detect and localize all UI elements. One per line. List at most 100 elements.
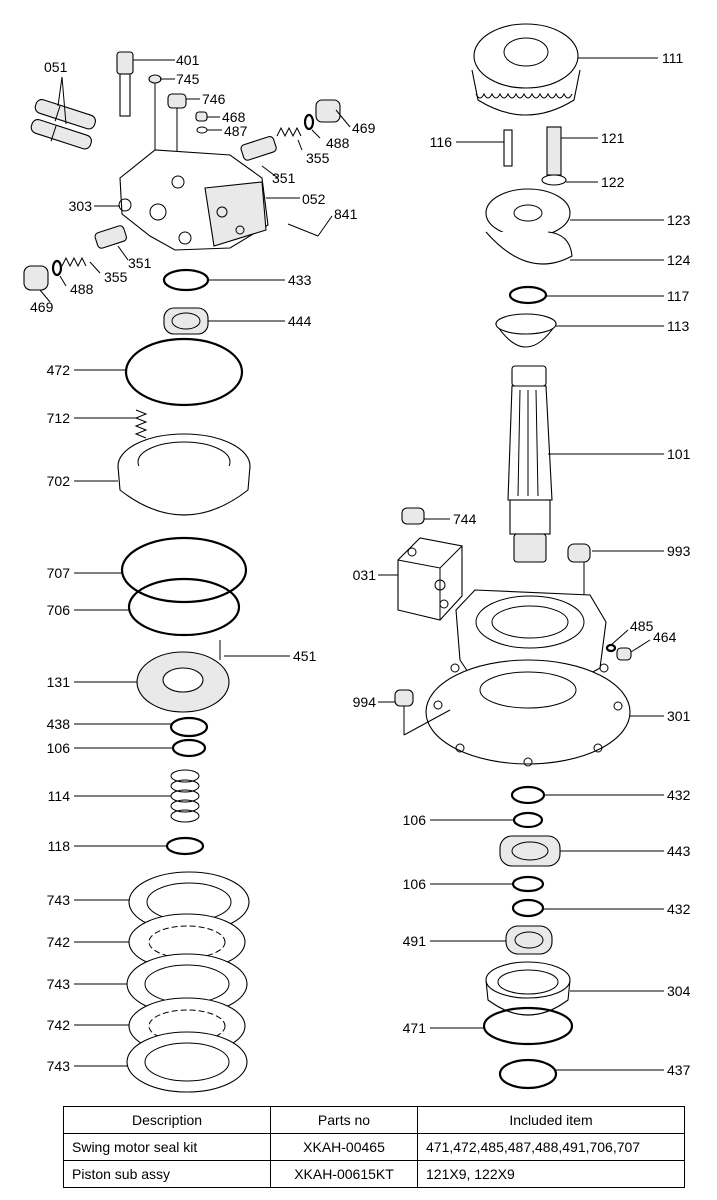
- brake-piston-702: [117, 433, 251, 516]
- callout-746: 746: [202, 91, 226, 107]
- drive-shaft-101: [507, 365, 553, 563]
- cell-description: Swing motor seal kit: [63, 1133, 271, 1161]
- callout-468: 468: [222, 109, 246, 125]
- cell-included-item: 121X9, 122X9: [417, 1160, 685, 1188]
- shoe-plate-124: [485, 231, 573, 265]
- valve-plate-131: [136, 651, 230, 713]
- screw-841: [287, 223, 319, 237]
- o-ring-707: [120, 536, 248, 604]
- ring-106-right-upper: [512, 811, 544, 829]
- callout-106-right-upper: 106: [403, 812, 427, 828]
- callout-113: 113: [667, 318, 690, 334]
- callout-491: 491: [403, 933, 427, 949]
- pin-116: [503, 129, 513, 167]
- plug-464: [616, 647, 632, 661]
- valve-block-031: [397, 537, 463, 621]
- shoe-122: [541, 174, 567, 186]
- callout-355-upper: 355: [306, 150, 330, 166]
- callout-472: 472: [47, 362, 71, 378]
- cell-included-item: 471,472,485,487,488,491,706,707: [417, 1133, 685, 1161]
- ring-117: [508, 285, 548, 305]
- callout-712: 712: [47, 410, 71, 426]
- callout-432-upper: 432: [667, 787, 691, 803]
- o-ring-471: [482, 1006, 574, 1046]
- plug-994: [394, 689, 414, 707]
- callout-485: 485: [630, 618, 654, 634]
- leader-lines: [39, 57, 664, 1071]
- callout-488-lower: 488: [70, 281, 94, 297]
- valve-casing-303: [118, 149, 269, 251]
- callout-742-b: 742: [47, 1017, 71, 1033]
- callout-451: 451: [293, 648, 317, 664]
- callout-131: 131: [47, 674, 71, 690]
- o-ring-706: [127, 577, 241, 637]
- snap-ring-437: [498, 1058, 558, 1090]
- ring-432-lower: [511, 898, 545, 918]
- callout-743-c: 743: [47, 1058, 71, 1074]
- callout-743-b: 743: [47, 976, 71, 992]
- cell-parts-no: XKAH-00465: [270, 1133, 418, 1161]
- callout-702: 702: [47, 473, 71, 489]
- callout-114: 114: [48, 788, 71, 804]
- callout-993: 993: [667, 543, 691, 559]
- ring-106-left: [171, 738, 207, 758]
- callout-111: 111: [662, 50, 683, 66]
- callout-707: 707: [47, 565, 71, 581]
- table-row: Swing motor seal kit XKAH-00465 471,472,…: [63, 1133, 685, 1161]
- cylinder-block-111: [471, 23, 581, 116]
- callout-743-a: 743: [47, 892, 71, 908]
- retainer-plate-123: [485, 188, 571, 238]
- callout-122: 122: [601, 174, 625, 190]
- callout-433: 433: [288, 272, 312, 288]
- o-ring-485: [605, 643, 617, 653]
- callout-351-lower: 351: [128, 255, 152, 271]
- callout-744: 744: [453, 511, 477, 527]
- roller-bearing-443: [499, 835, 561, 867]
- callout-469-lower: 469: [30, 299, 54, 315]
- callout-443: 443: [667, 843, 691, 859]
- table-header-row: Description Parts no Included item: [63, 1106, 685, 1134]
- header-description: Description: [63, 1106, 271, 1134]
- parts-drawing: 051 401 745 746 468 487 469 488 355 351 …: [23, 23, 691, 1093]
- callout-488-upper: 488: [326, 135, 350, 151]
- callout-401: 401: [176, 52, 200, 68]
- parts-kit-table: Description Parts no Included item Swing…: [63, 1106, 685, 1188]
- callout-841: 841: [334, 206, 358, 222]
- check-valve-right: [240, 99, 341, 161]
- plug-745: [148, 74, 162, 150]
- valve-block-assembly: [23, 51, 341, 291]
- callout-469-upper: 469: [352, 120, 376, 136]
- callout-471: 471: [403, 1020, 427, 1036]
- callout-labels: 051 401 745 746 468 487 469 488 355 351 …: [30, 50, 691, 1078]
- friction-plate-stack: [126, 871, 250, 1093]
- callout-304: 304: [667, 983, 691, 999]
- callout-106-left: 106: [47, 740, 71, 756]
- plug-468: [195, 111, 208, 134]
- callout-742-a: 742: [47, 934, 71, 950]
- relief-valve-051: [30, 99, 96, 150]
- callout-101: 101: [667, 446, 691, 462]
- ring-438: [169, 716, 209, 738]
- casing-301: [425, 589, 631, 767]
- table-row: Piston sub assy XKAH-00615KT 121X9, 122X…: [63, 1160, 685, 1188]
- bolt-401: [116, 51, 134, 117]
- header-included-item: Included item: [417, 1106, 685, 1134]
- callout-117: 117: [667, 288, 690, 304]
- callout-355-lower: 355: [104, 269, 128, 285]
- callout-706: 706: [47, 602, 71, 618]
- callout-303: 303: [69, 198, 93, 214]
- cell-description: Piston sub assy: [63, 1160, 271, 1188]
- callout-123: 123: [667, 212, 691, 228]
- needle-bearing-444: [163, 307, 209, 335]
- header-parts-no: Parts no: [270, 1106, 418, 1134]
- spring-712: [134, 409, 148, 439]
- spring-114: [170, 769, 200, 823]
- spherical-bush-113: [494, 313, 558, 348]
- callout-052: 052: [302, 191, 326, 207]
- callout-031: 031: [353, 567, 377, 583]
- callout-464: 464: [653, 629, 677, 645]
- callout-106-right-lower: 106: [403, 876, 427, 892]
- callout-438: 438: [47, 716, 71, 732]
- cell-parts-no: XKAH-00615KT: [270, 1160, 418, 1188]
